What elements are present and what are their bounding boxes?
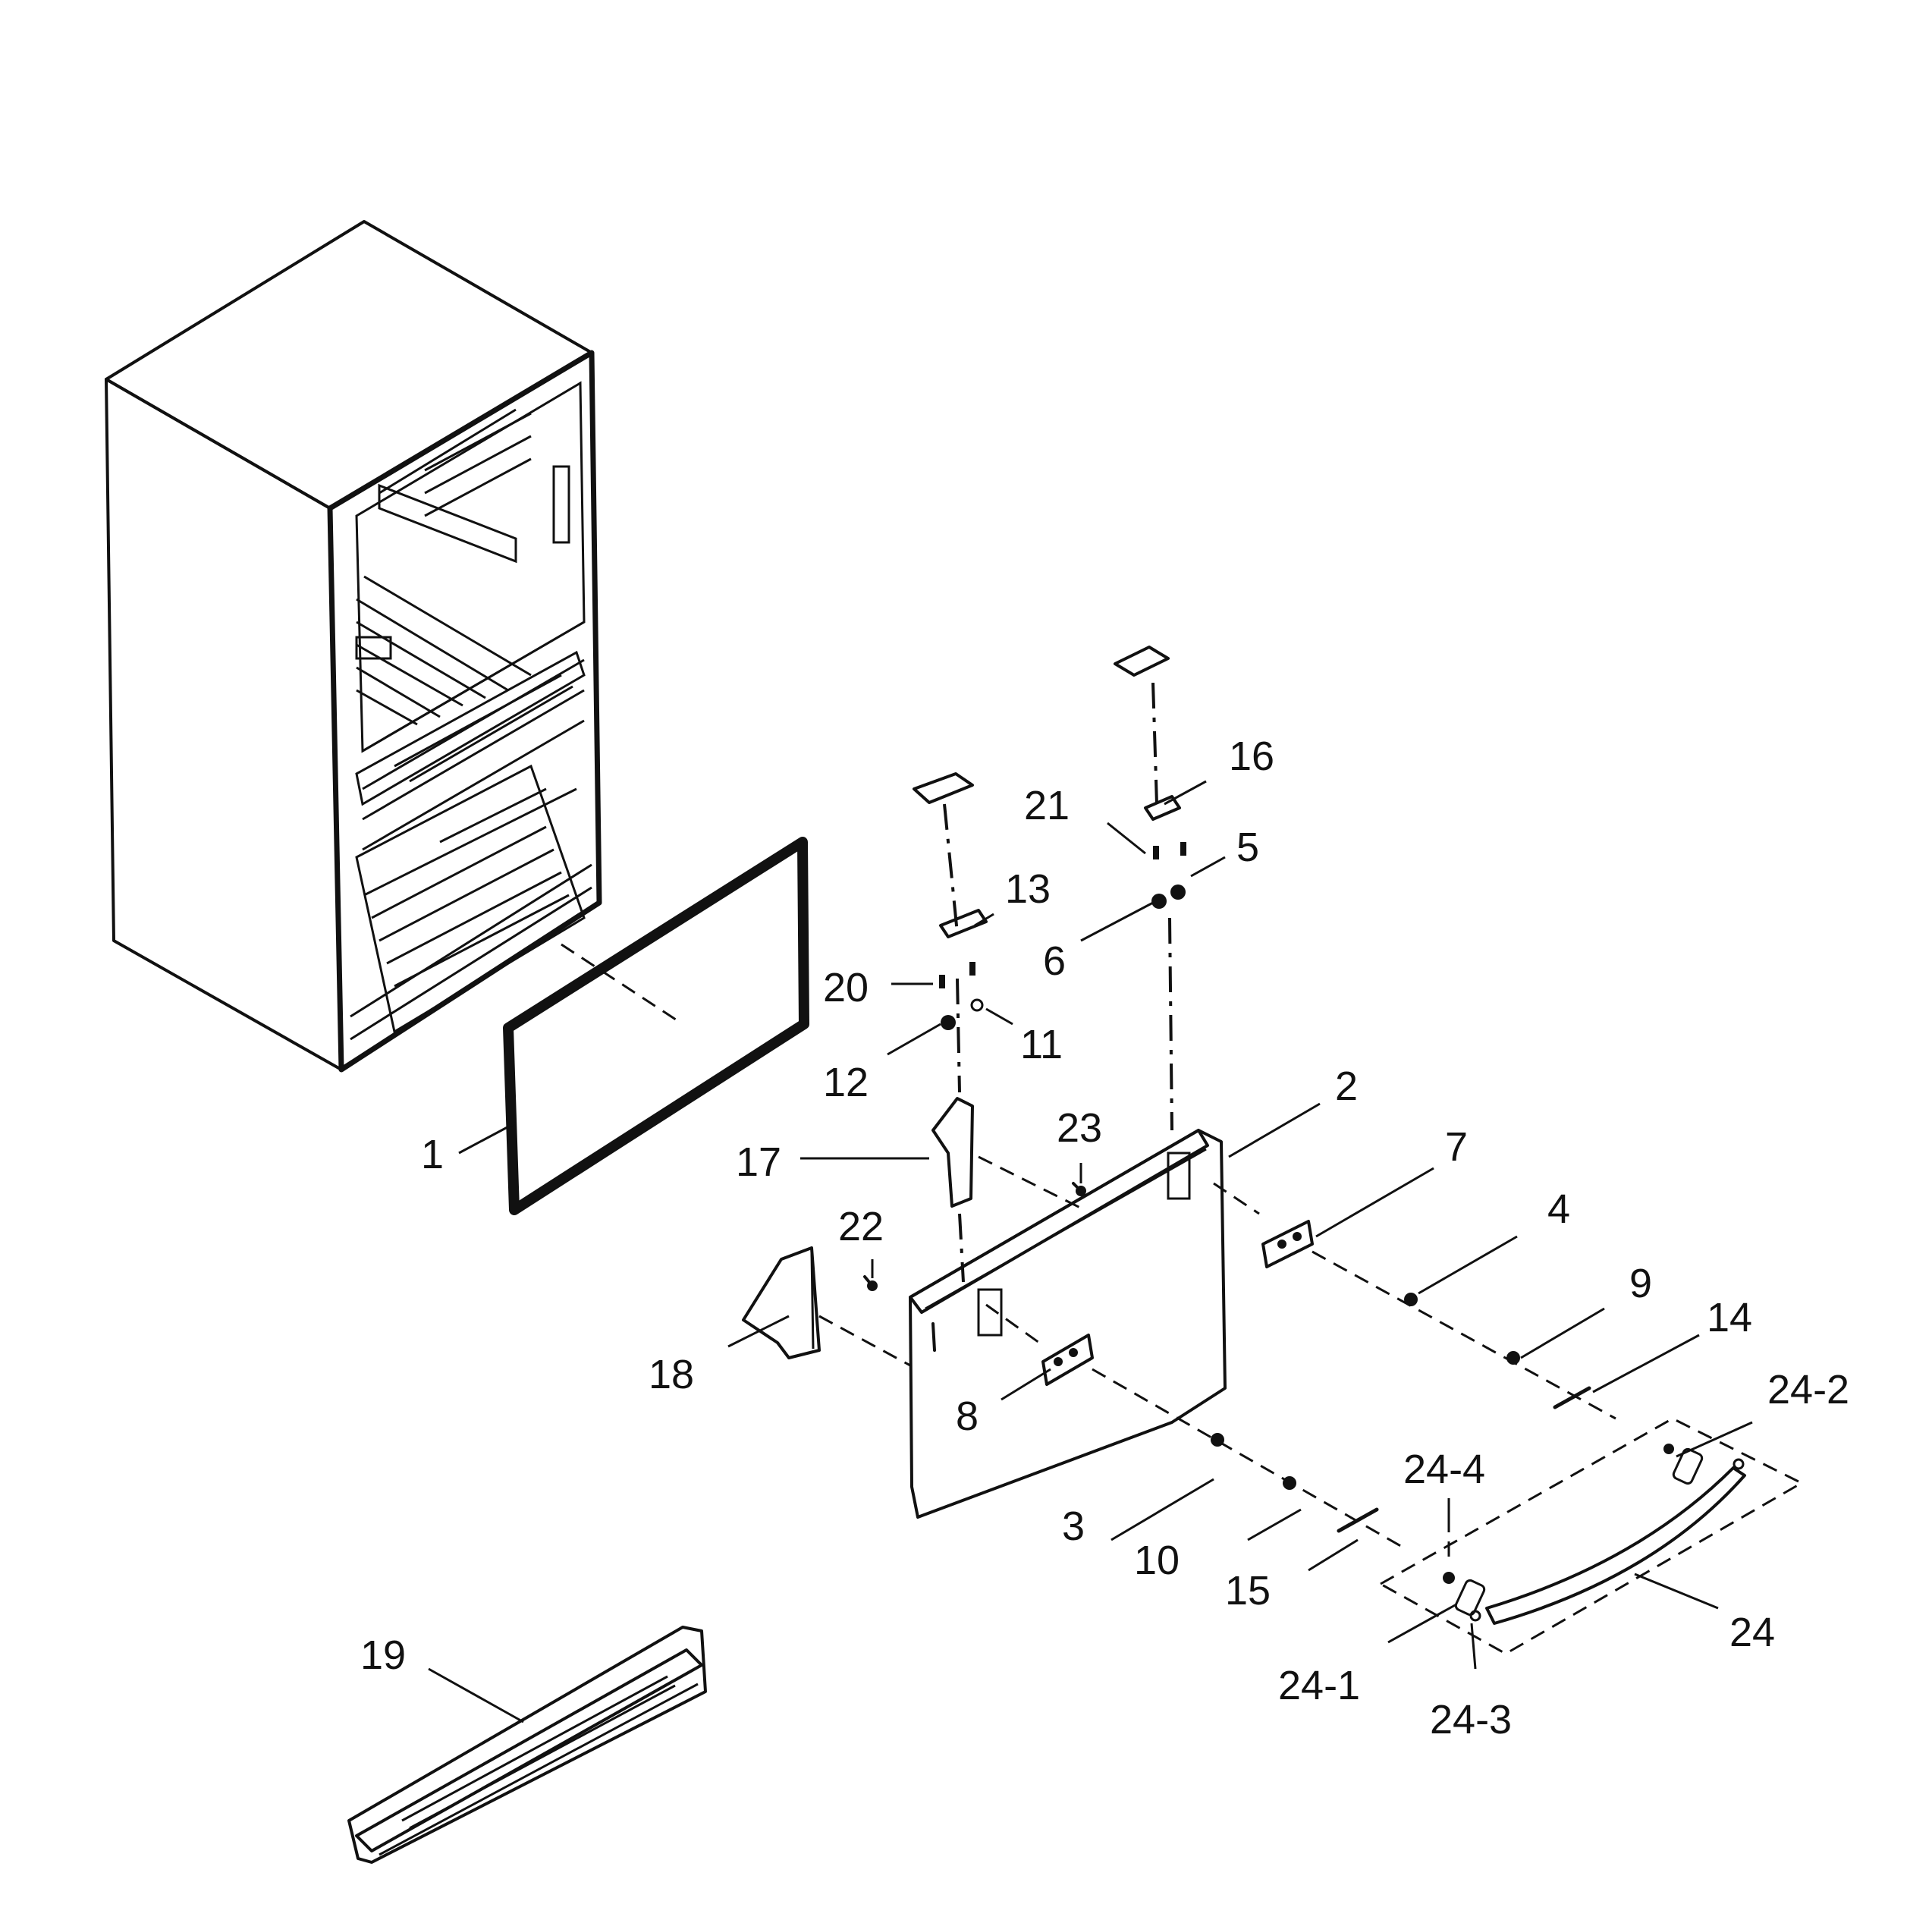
label-16: 16 (1229, 734, 1274, 779)
part-2-door-panel (909, 1129, 1227, 1519)
label-24-2: 24-2 (1767, 1367, 1849, 1412)
label-18: 18 (649, 1352, 694, 1397)
label-23: 23 (1057, 1105, 1102, 1151)
callout-labels: 1 2 3 4 5 6 7 8 9 10 11 12 13 14 15 16 1… (360, 734, 1849, 1742)
label-8: 8 (956, 1394, 979, 1439)
label-22: 22 (838, 1204, 884, 1249)
label-2: 2 (1335, 1064, 1358, 1109)
label-13: 13 (1005, 866, 1051, 912)
label-11: 11 (1020, 1022, 1063, 1067)
slide-rails (985, 1182, 1616, 1549)
label-15: 15 (1225, 1568, 1271, 1613)
label-9: 9 (1629, 1261, 1652, 1306)
part-18-bracket (742, 1246, 911, 1367)
label-7: 7 (1445, 1124, 1468, 1170)
leader-lines (428, 780, 1753, 1723)
label-12: 12 (823, 1060, 869, 1105)
part-24-handle (1378, 1417, 1805, 1655)
label-3: 3 (1062, 1504, 1085, 1549)
screws (863, 1182, 1086, 1291)
cabinet-shelf-lines (355, 408, 586, 1034)
label-10: 10 (1134, 1538, 1180, 1583)
label-24-4: 24-4 (1403, 1447, 1485, 1492)
label-14: 14 (1707, 1295, 1752, 1340)
part-19-freezer-bin (347, 1626, 707, 1864)
label-5: 5 (1236, 825, 1259, 870)
label-24: 24 (1729, 1610, 1775, 1655)
label-24-1: 24-1 (1278, 1663, 1360, 1708)
label-1: 1 (421, 1132, 444, 1177)
label-17: 17 (736, 1139, 781, 1185)
refrigerator-cabinet (105, 220, 602, 1073)
left-hinge-assembly (913, 772, 1085, 1283)
label-21: 21 (1024, 783, 1070, 828)
label-4: 4 (1547, 1186, 1570, 1232)
label-24-3: 24-3 (1430, 1697, 1512, 1742)
part-1-gasket (503, 837, 809, 1215)
right-hinge-assembly (1114, 646, 1186, 1131)
label-20: 20 (823, 965, 869, 1010)
label-6: 6 (1043, 938, 1066, 984)
label-19: 19 (360, 1632, 406, 1678)
